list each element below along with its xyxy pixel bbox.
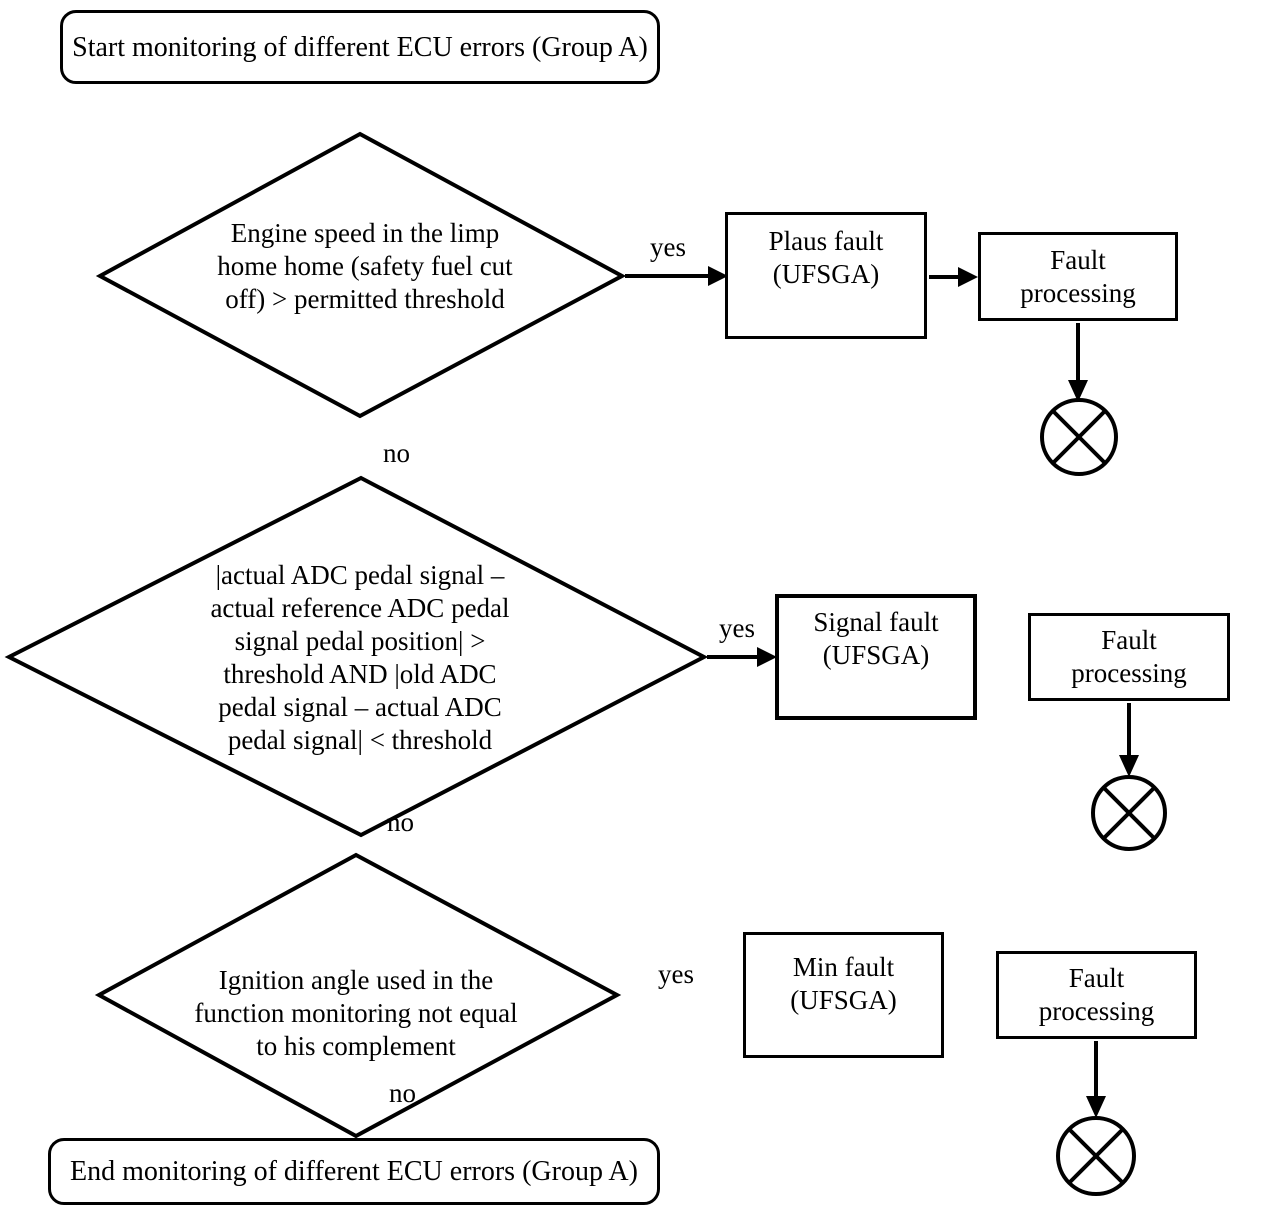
- circled-x-connector-1-cross-b: [1051, 409, 1107, 465]
- arrowhead-processing3-to-connector3-icon: [1086, 1096, 1106, 1118]
- start-node: Start monitoring of different ECU errors…: [60, 10, 660, 84]
- fault-processing-node-2: Fault processing: [1028, 613, 1230, 701]
- decision-1-diamond: [95, 131, 627, 419]
- arrowhead-plaus-to-processing1-icon: [958, 267, 978, 287]
- min-fault-node: Min fault (UFSGA): [743, 932, 944, 1058]
- no-label-1: no: [383, 438, 410, 468]
- arrowhead-decision1-to-plaus-icon: [708, 266, 728, 286]
- decision-2-label: |actual ADC pedal signal – actual refere…: [210, 560, 510, 755]
- circled-x-connector-3-cross-b: [1067, 1127, 1125, 1185]
- no-label-3: no: [389, 1078, 416, 1108]
- circled-x-connector-2-cross-b: [1102, 786, 1156, 840]
- decision-1-label: Engine speed in the limp home home (safe…: [217, 218, 513, 314]
- decision-3-label: Ignition angle used in the function moni…: [194, 965, 518, 1061]
- arrowhead-processing2-to-connector2-icon: [1119, 755, 1139, 777]
- no-label-2: no: [387, 807, 414, 837]
- fault-processing-node-1: Fault processing: [978, 232, 1178, 321]
- signal-fault-node: Signal fault (UFSGA): [775, 594, 977, 720]
- arrowhead-processing1-to-connector1-icon: [1068, 380, 1088, 402]
- yes-label-2: yes: [719, 613, 755, 643]
- arrowhead-decision2-to-signal-icon: [757, 647, 777, 667]
- yes-label-3: yes: [658, 959, 694, 989]
- yes-label-1: yes: [650, 232, 686, 262]
- decision-3-diamond: [94, 852, 622, 1139]
- plaus-fault-node: Plaus fault (UFSGA): [725, 212, 927, 339]
- fault-processing-node-3: Fault processing: [996, 951, 1197, 1039]
- end-node: End monitoring of different ECU errors (…: [48, 1138, 660, 1205]
- decision-2-diamond: [4, 475, 709, 838]
